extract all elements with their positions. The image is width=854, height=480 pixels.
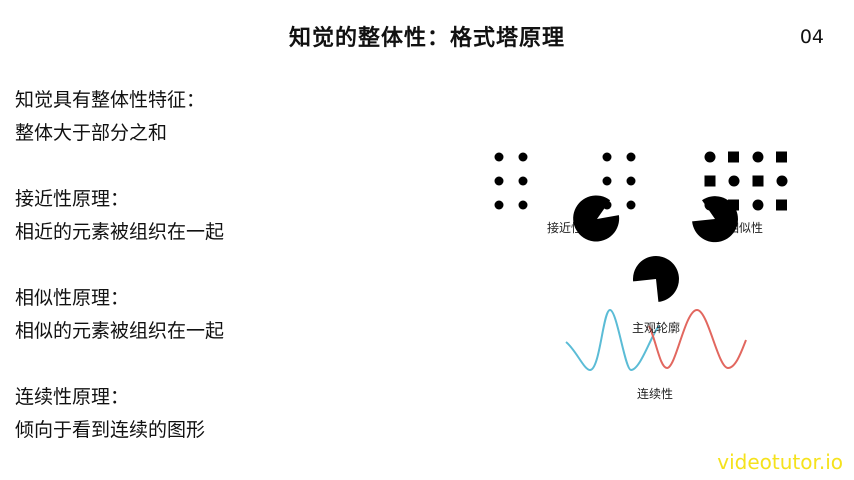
- dot: [626, 176, 636, 186]
- dot: [626, 200, 636, 210]
- similarity-square: [776, 199, 787, 211]
- pacman-right: [692, 196, 738, 243]
- dot: [494, 152, 504, 162]
- continuity-paragraph: 连续性原理： 倾向于看到连续的图形: [15, 381, 315, 447]
- similarity-square: [776, 151, 787, 163]
- similarity-circle: [776, 175, 788, 187]
- wave-left: [565, 308, 661, 372]
- proximity-text: 相近的元素被组织在一起: [15, 221, 225, 243]
- dot: [602, 176, 612, 186]
- proximity-paragraph: 接近性原理： 相近的元素被组织在一起: [15, 183, 315, 249]
- subjective-contour-label: 主观轮廓: [632, 320, 680, 335]
- dot: [494, 176, 504, 186]
- page-number: 04: [799, 26, 824, 48]
- wave-right: [648, 308, 747, 370]
- dot: [518, 152, 528, 162]
- similarity-circle: [752, 151, 764, 163]
- proximity-heading: 接近性原理：: [15, 188, 130, 210]
- dot: [518, 176, 528, 186]
- continuity-label: 连续性: [637, 386, 673, 401]
- similarity-square: [728, 151, 739, 163]
- similarity-circle: [752, 199, 764, 211]
- slide-title: 知觉的整体性：格式塔原理: [288, 26, 565, 51]
- text-column: 知觉具有整体性特征： 整体大于部分之和 接近性原理： 相近的元素被组织在一起 相…: [15, 84, 315, 447]
- similarity-square: [704, 175, 716, 187]
- continuity-text: 倾向于看到连续的图形: [15, 419, 206, 441]
- proximity-dots: [494, 152, 636, 210]
- similarity-paragraph: 相似性原理： 相似的元素被组织在一起: [15, 282, 315, 348]
- intro-heading: 知觉具有整体性特征：: [15, 89, 206, 111]
- dot: [518, 200, 528, 210]
- similarity-circle: [704, 151, 716, 163]
- dot: [494, 200, 504, 210]
- intro-paragraph: 知觉具有整体性特征： 整体大于部分之和: [15, 84, 315, 150]
- watermark-logo: videotutor.io: [717, 450, 843, 474]
- dot: [626, 152, 636, 162]
- pacman-bottom: [632, 256, 679, 302]
- similarity-square: [752, 175, 764, 187]
- similarity-circle: [728, 175, 740, 187]
- similarity-text: 相似的元素被组织在一起: [15, 320, 225, 342]
- similarity-square: [728, 199, 739, 211]
- intro-text: 整体大于部分之和: [15, 122, 168, 144]
- pacman-shapes: [573, 195, 738, 302]
- continuity-heading: 连续性原理：: [15, 386, 130, 408]
- pacman-left: [573, 195, 620, 242]
- similarity-heading: 相似性原理：: [15, 287, 130, 309]
- dot: [602, 152, 612, 162]
